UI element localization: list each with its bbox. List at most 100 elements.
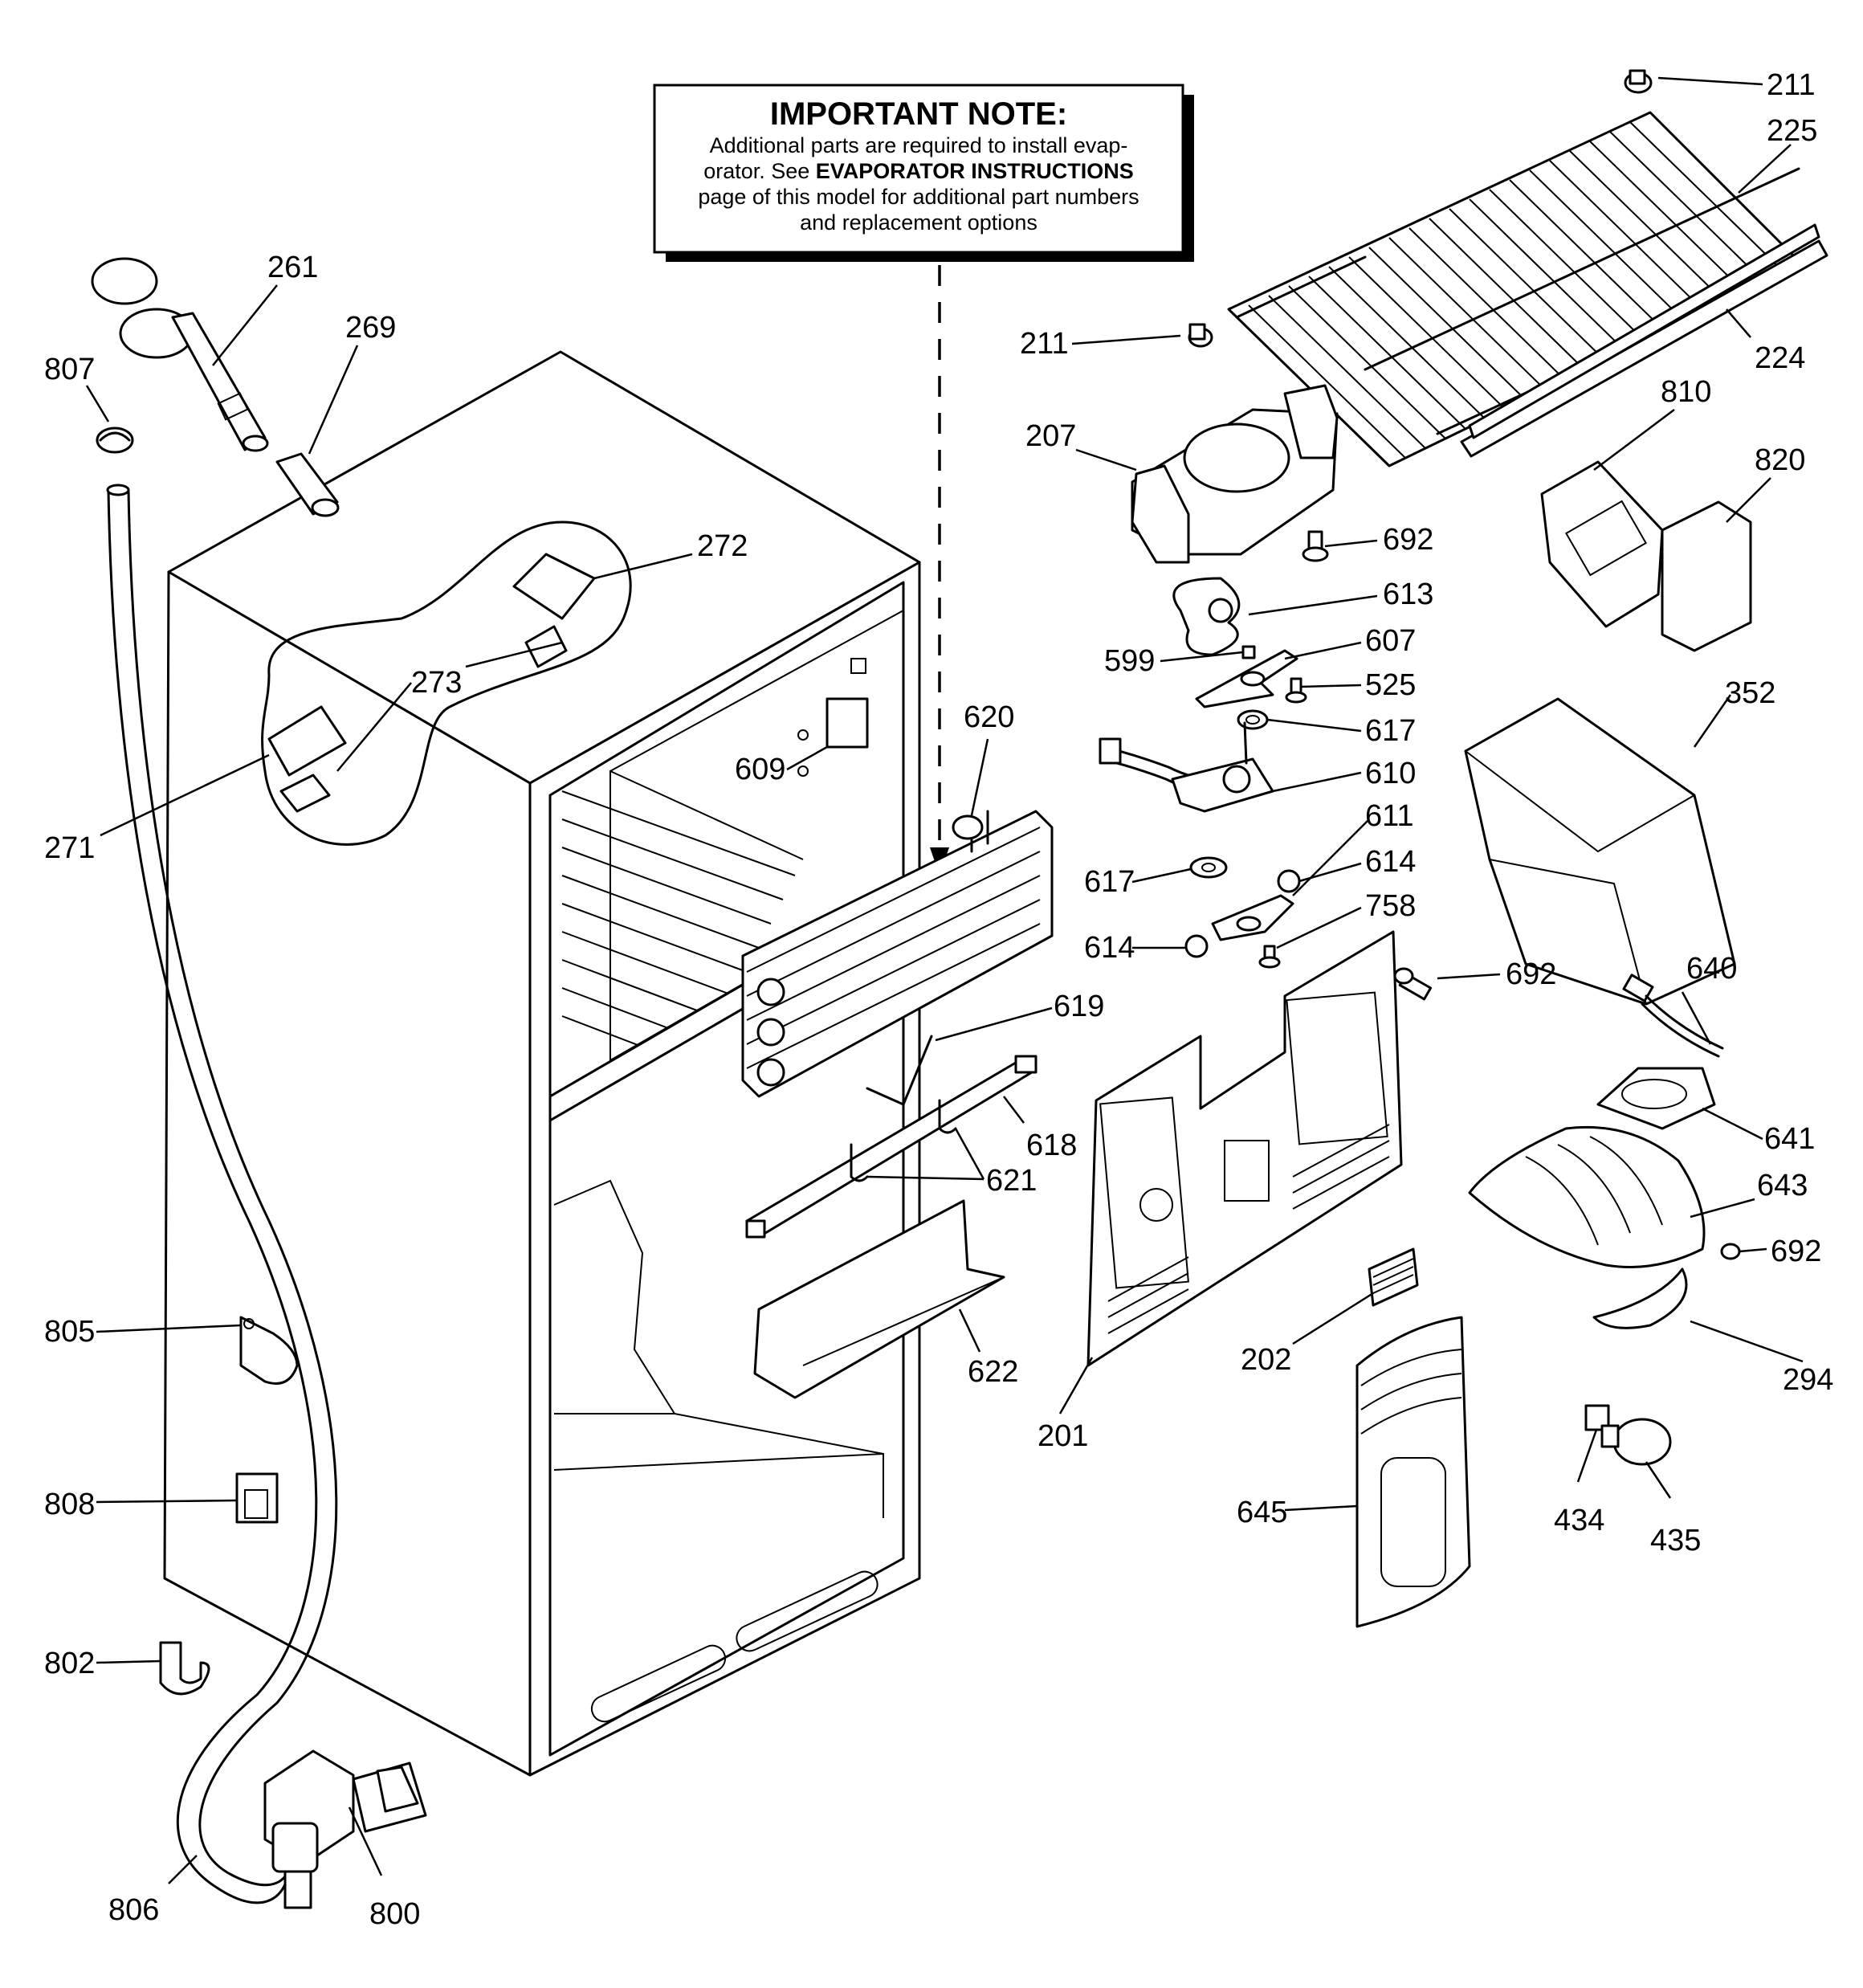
grommet-617-bottom [1189,856,1228,879]
leader-lines [85,76,1804,1884]
ice-maker-810 [1540,460,1664,628]
callout-202: 202 [1241,1343,1291,1377]
callout-645: 645 [1237,1496,1287,1529]
screw-692-right [1720,1243,1741,1260]
clip-619 [866,1035,933,1106]
freezer-coils [561,770,804,1069]
callout-525: 525 [1365,668,1416,702]
note-title: IMPORTANT NOTE: [770,96,1067,132]
note-line-2: orator. See EVAPORATOR INSTRUCTIONS [703,159,1134,183]
bolt-692-mid [1393,967,1433,1001]
drain-trough-622 [753,1199,1005,1399]
fan-bracket-607 [1195,649,1298,708]
callout-692: 692 [1506,957,1556,991]
callout-352: 352 [1725,676,1775,710]
shelf-stud-211-left [1188,323,1213,348]
callout-271: 271 [44,831,95,865]
light-shield-641 [1596,1067,1716,1130]
light-bulb-435 [1600,1418,1672,1466]
callout-224: 224 [1755,341,1805,375]
callout-607: 607 [1365,624,1416,658]
heater-618 [745,1055,1037,1239]
evaporator [741,810,1054,1098]
bushing-614-left [1184,934,1209,958]
cap-620 [952,814,984,840]
important-note-box: IMPORTANT NOTE: Additional parts are req… [653,84,1194,262]
callout-805: 805 [44,1315,95,1349]
callout-641: 641 [1764,1122,1815,1156]
callout-611: 611 [1365,799,1414,833]
note-arrow [930,265,949,876]
callout-640: 640 [1686,952,1737,986]
shelf-rail-224 [1460,223,1828,458]
callout-614: 614 [1084,931,1135,965]
insulation-patch [261,520,632,846]
fan-blade-613 [1172,577,1241,656]
water-valve-800 [263,1749,427,1909]
callout-261: 261 [267,251,318,284]
clip-808 [235,1472,279,1524]
lens-294 [1592,1268,1688,1329]
callout-609: 609 [735,753,785,786]
callout-614: 614 [1365,845,1416,879]
callout-617: 617 [1365,714,1416,748]
callout-269: 269 [345,311,396,345]
callout-211: 211 [1767,68,1816,102]
callout-692: 692 [1383,523,1433,557]
fill-tube-261 [91,257,269,452]
note-line-1: Additional parts are required to install… [710,133,1128,157]
callout-820: 820 [1755,443,1805,477]
part-599 [1241,645,1256,659]
grommet-617-top [1237,709,1269,730]
callout-808: 808 [44,1488,95,1521]
housing-643 [1468,1125,1706,1268]
callout-620: 620 [964,700,1014,734]
callout-617: 617 [1084,865,1135,899]
callout-273: 273 [411,666,462,700]
callout-758: 758 [1365,889,1416,923]
callout-621: 621 [986,1164,1037,1198]
callout-610: 610 [1365,757,1416,790]
fan-shroud-207 [1131,384,1339,564]
note-line-4: and replacement options [800,210,1037,235]
callout-434: 434 [1554,1504,1604,1537]
callout-800: 800 [369,1897,420,1931]
screw-692-top [1302,530,1329,562]
harness-640 [1622,974,1724,1058]
screw-758 [1258,945,1281,969]
motor-bracket-611 [1211,894,1294,941]
grille-202 [1368,1247,1419,1307]
callout-619: 619 [1054,990,1104,1023]
evaporator-cover-201 [1086,930,1403,1367]
callout-435: 435 [1650,1524,1701,1557]
callout-692: 692 [1771,1235,1821,1268]
callout-806: 806 [108,1893,159,1927]
callout-613: 613 [1383,578,1433,611]
callout-294: 294 [1783,1363,1833,1397]
callout-labels: 211 225 211 224 261 269 807 207 810 820 … [44,68,1833,1931]
fan-motor-610 [1099,721,1274,813]
clips-621 [850,1099,957,1182]
screw-525 [1285,677,1307,704]
water-tube-assembly [106,484,338,1904]
callout-201: 201 [1037,1419,1088,1453]
callout-622: 622 [968,1355,1018,1389]
clip-805 [239,1316,299,1385]
shelf-stud-211-top [1624,69,1653,94]
callout-618: 618 [1026,1129,1077,1162]
ice-maker-820 [1661,500,1752,652]
clamp-807 [96,427,134,454]
control-bracket [826,697,869,749]
bushing-614-right [1277,869,1301,893]
tube-sleeve-269 [275,452,340,517]
note-line-3: page of this model for additional part n… [698,185,1139,209]
ice-bucket-352 [1464,697,1736,1006]
callout-807: 807 [44,353,95,386]
callout-207: 207 [1025,419,1076,453]
clip-802 [159,1641,210,1696]
callout-810: 810 [1661,375,1711,409]
callout-599: 599 [1104,644,1155,678]
callout-643: 643 [1757,1169,1808,1202]
callout-272: 272 [697,529,748,563]
